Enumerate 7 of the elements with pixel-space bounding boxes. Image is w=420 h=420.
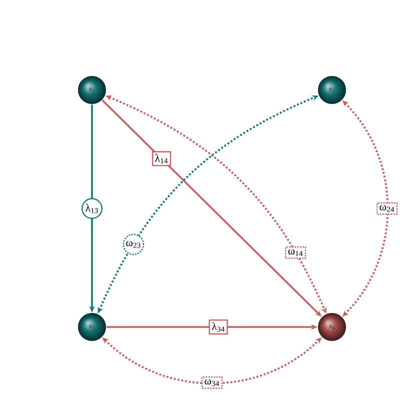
edge-label: λ$_{14}$ — [152, 151, 172, 166]
edge-label: λ$_{13}$ — [82, 198, 102, 219]
edge-label: ω$_{34}$ — [201, 376, 223, 389]
edge-label: ω$_{24}$ — [376, 202, 398, 215]
edge-label: ω$_{14}$ — [285, 246, 306, 259]
edge-label: λ$_{34}$ — [208, 319, 228, 335]
edge-label: ω$_{23}$ — [122, 234, 144, 256]
